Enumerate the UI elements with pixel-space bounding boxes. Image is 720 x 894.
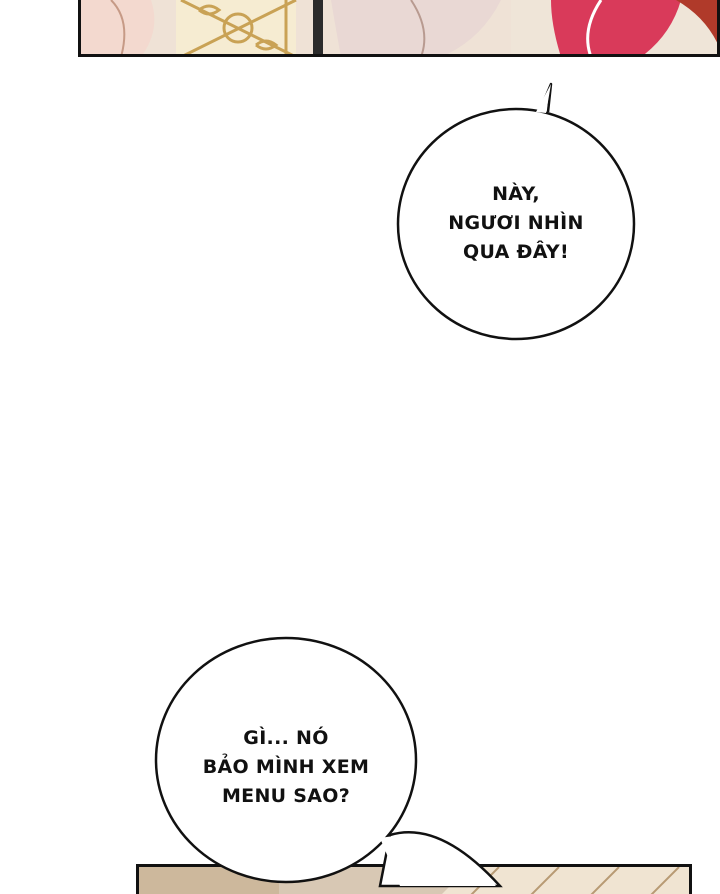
speech-bubble-bottom-text: GÌ... NÓ BẢO MÌNH XEM MENU SAO?: [202, 727, 370, 807]
speech-bubble-top-text: NÀY, NGƯƠI NHÌN QUA ĐÂY!: [448, 183, 584, 263]
top-art-panel: [78, 0, 720, 57]
top-panel-illustration: [81, 0, 717, 54]
